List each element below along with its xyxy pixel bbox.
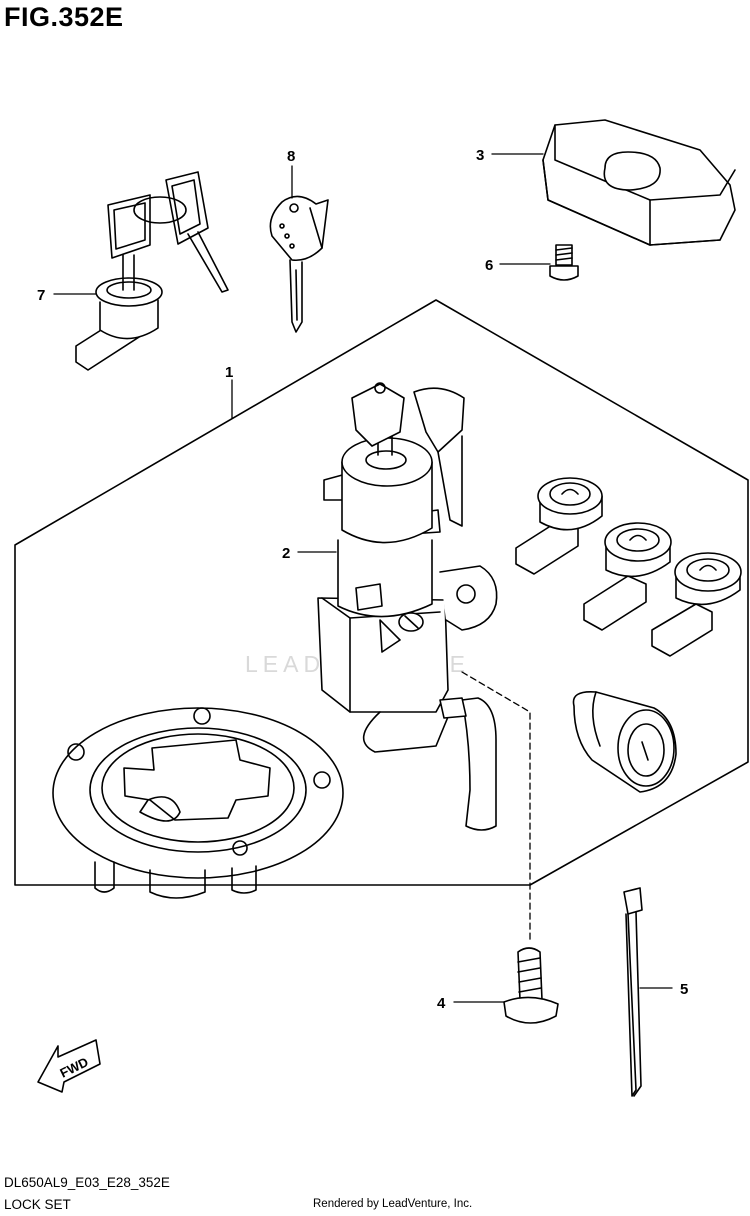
blank-key-part[interactable]	[269, 195, 329, 333]
seat-lock-part[interactable]	[75, 171, 229, 371]
callout-4: 4	[437, 995, 446, 1012]
callout-2: 2	[282, 545, 290, 562]
side-lock-middle[interactable]	[583, 522, 672, 631]
side-lock-upper[interactable]	[515, 477, 603, 575]
callout-8: 8	[287, 148, 295, 165]
screw-part[interactable]	[503, 947, 559, 1024]
rendered-by-credit: Rendered by LeadVenture, Inc.	[313, 1198, 473, 1210]
figure-title: FIG.352E	[4, 2, 124, 32]
tail-lock[interactable]	[572, 690, 677, 793]
fwd-arrow	[37, 1039, 101, 1093]
callout-5: 5	[680, 981, 688, 998]
diagram-code: DL650AL9_E03_E28_352E	[4, 1175, 170, 1190]
callout-1: 1	[225, 364, 233, 381]
fuel-cap-part[interactable]	[52, 707, 344, 899]
side-lock-lower[interactable]	[651, 552, 742, 657]
callout-3: 3	[476, 147, 484, 164]
section-name: LOCK SET	[4, 1197, 71, 1212]
callout-7: 7	[37, 287, 45, 304]
bolt-part[interactable]	[549, 244, 579, 281]
assembly-outline	[14, 299, 749, 886]
callout-6: 6	[485, 257, 493, 274]
cable-tie-part[interactable]	[623, 887, 643, 1097]
leader-lines	[53, 153, 673, 1003]
cover-part[interactable]	[542, 119, 736, 246]
ignition-switch-part[interactable]	[317, 382, 498, 831]
